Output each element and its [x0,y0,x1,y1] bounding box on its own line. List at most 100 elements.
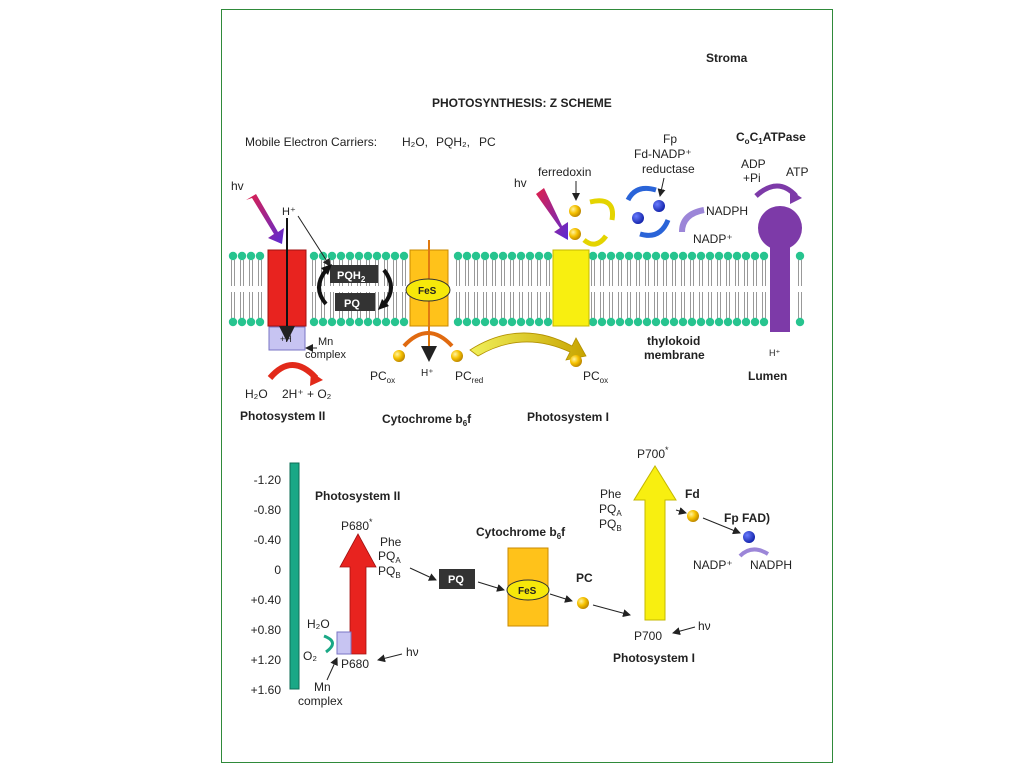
psi-bottom-label: Photosystem I [613,651,695,665]
ferredoxin-ball-1 [569,205,581,217]
slide-frame [221,9,833,763]
p680-star: P680* [341,517,373,533]
lipid-head [462,251,472,261]
potential-tick-label: +0.80 [251,623,282,637]
lipid-head [246,251,256,261]
pc-reduction-arc [402,331,454,348]
pq-cycle-left-head [321,264,332,275]
hv-right-pointer [672,626,696,636]
fp-cycle-bottom [639,218,671,238]
light-arrow-right [536,188,568,240]
lipid-head [516,317,526,327]
pqa2-label: PQA [599,502,622,518]
lipid-head [714,251,724,261]
pc-ox-right: PCox [583,369,608,385]
pc-ox-left: PCox [370,369,395,385]
lipid-head [318,317,328,327]
lipid-head [678,251,688,261]
lipid-head [669,317,679,327]
fd-label: Fd [685,487,700,501]
h2o-bottom: H₂O [307,617,330,631]
lipid-head [228,317,238,327]
pqb-label: PQB [378,564,401,580]
hv-left-label: hv [231,179,244,193]
adp-label: ADP [741,157,766,171]
lipid-head [750,317,760,327]
carrier-pc: PC [479,135,496,149]
p680-label: P680 [341,657,369,671]
fp-fad-ball [743,531,755,543]
fd-cycle-bottom [582,234,609,247]
ferredoxin-label: ferredoxin [538,165,591,179]
thylakoid-label: thylokoid [647,334,700,348]
fp-fad-label: Fp FAD) [724,511,770,525]
lipid-head [606,317,616,327]
psi-to-fd-arrow [675,507,687,515]
fes-bottom-label: FeS [518,586,537,597]
pc-red-ball [451,350,463,362]
lipid-head [390,251,400,261]
pc-bottom-ball [577,597,589,609]
lipid-head [732,317,742,327]
lipid-head [615,317,625,327]
lipid-head [255,317,265,327]
potential-tick-label: -0.40 [254,533,282,547]
lipid-head [372,317,382,327]
pq-bottom-box [439,569,475,589]
fes-top [405,278,451,302]
p700-label: P700 [634,629,662,643]
lipid-head [597,251,607,261]
lipid-head [624,251,634,261]
psii-bottom-label: Photosystem II [315,489,400,503]
cytochrome-top-label: Cytochrome b6f [382,412,472,428]
pc-ox-ball-left [393,350,405,362]
hv-left-pointer [377,653,403,663]
lipid-head [498,251,508,261]
fp-ball-1 [632,212,644,224]
lipid-head [237,317,247,327]
potential-tick-label: +1.60 [251,683,282,697]
lipid-head [480,251,490,261]
mn-bottom-pointer [326,657,338,681]
complex-bottom: complex [298,694,343,708]
fd-ball [687,510,699,522]
nadp-label: NADP⁺ [693,232,733,246]
h-plus-cyt: H⁺ [421,368,434,379]
atpase-label: CoC1ATPase [736,130,806,146]
carrier-h2o: H₂O, [402,135,428,149]
pc-to-psi-arrow [469,332,587,361]
lipid-head [651,317,661,327]
nadp-bottom: NADP⁺ [693,558,733,572]
lipid-head [678,317,688,327]
psi-top-label: Photosystem I [527,410,609,424]
fd-cycle-top [589,198,616,221]
potential-scale-ticks: -1.20-0.80-0.400+0.40+0.80+1.20+1.60 [251,473,282,697]
lipid-head [534,251,544,261]
pq-cycle-right-head [378,299,389,310]
lipid-head [462,317,472,327]
membrane-label: membrane [644,348,705,362]
potential-tick-label: +0.40 [251,593,282,607]
lipid-head [534,317,544,327]
phe2-label: Phe [600,487,622,501]
fp-ball-2 [653,200,665,212]
lipid-head [246,317,256,327]
fp-cycle-top [625,185,657,202]
lipid-head [633,251,643,261]
atp-label: ATP [786,165,808,179]
lipid-head [453,317,463,327]
small-h-label: +H [280,334,292,344]
lipid-head [696,317,706,327]
hv-right-label: hv [514,176,527,190]
lipid-head [228,251,238,261]
pq-cycle-left [317,268,328,306]
lipid-head [336,317,346,327]
mn-complex-bottom [336,631,352,655]
lipid-head [525,317,535,327]
lipid-head [507,251,517,261]
fes-bottom [506,579,550,601]
atp-arrowhead [790,190,802,204]
lipid-head [255,251,265,261]
atpase-head [758,206,802,250]
pi-label: +Pi [743,171,761,185]
